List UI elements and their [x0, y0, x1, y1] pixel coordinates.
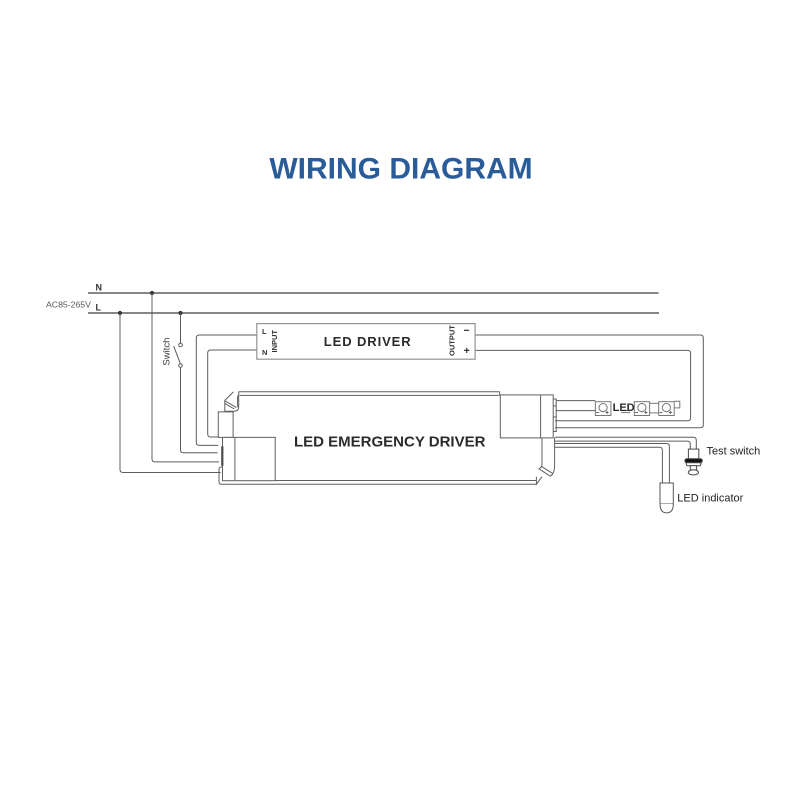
svg-text:L: L	[262, 327, 267, 336]
svg-text:LED EMERGENCY DRIVER: LED EMERGENCY DRIVER	[294, 434, 486, 451]
svg-text:INPUT: INPUT	[270, 330, 279, 353]
svg-text:Switch: Switch	[161, 338, 172, 366]
svg-text:LED DRIVER: LED DRIVER	[324, 334, 412, 349]
svg-text:WIRING DIAGRAM: WIRING DIAGRAM	[269, 153, 532, 186]
svg-text:AC85-265V: AC85-265V	[46, 300, 91, 310]
svg-text:L: L	[96, 303, 102, 313]
svg-text:LED indicator: LED indicator	[677, 492, 743, 504]
svg-text:LED: LED	[613, 402, 635, 414]
svg-text:N: N	[262, 348, 267, 357]
svg-text:OUTPUT: OUTPUT	[448, 325, 457, 356]
svg-text:N: N	[96, 283, 103, 293]
svg-text:Test switch: Test switch	[707, 446, 761, 458]
